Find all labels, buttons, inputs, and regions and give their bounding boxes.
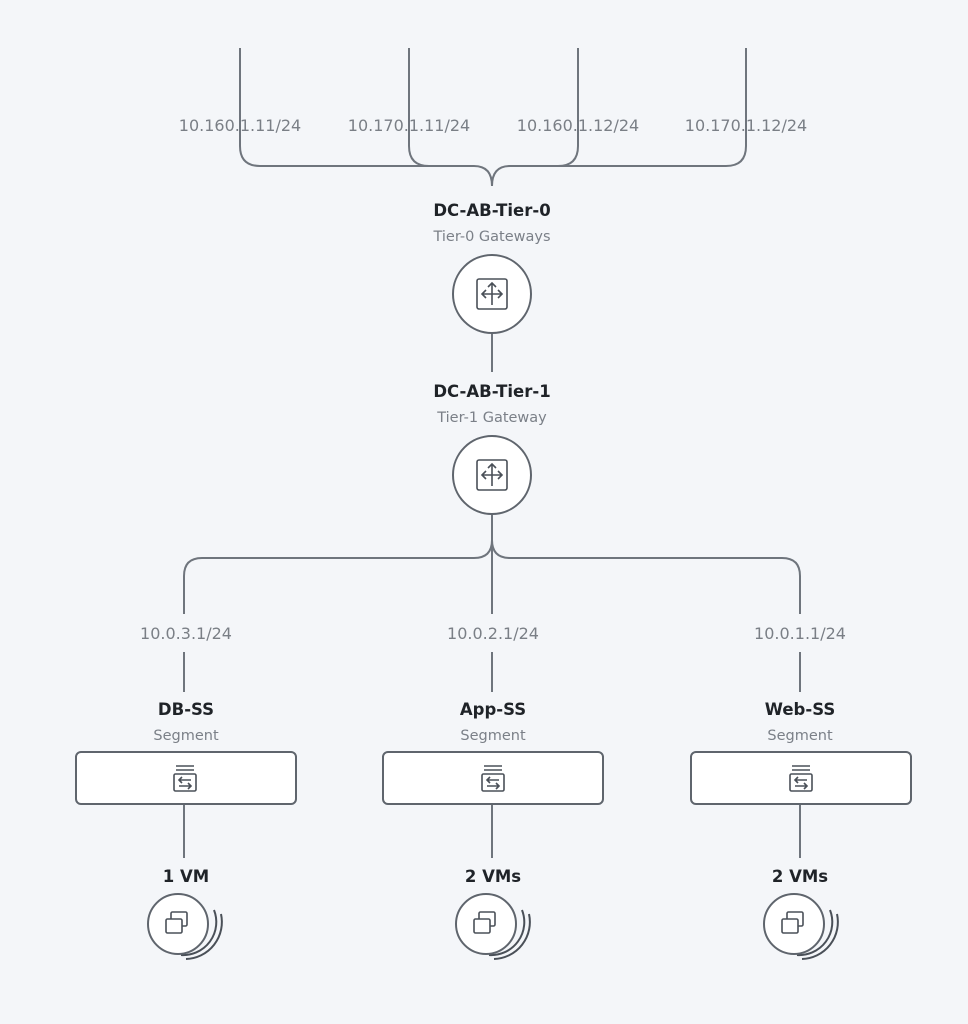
tier1-type: Tier-1 Gateway	[437, 410, 547, 426]
uplink-wire-2	[408, 48, 474, 167]
uplink-wires	[239, 48, 747, 187]
tier0-name: DC-AB-Tier-0	[433, 201, 551, 220]
tier1-downlinks	[183, 514, 801, 692]
downlink-right	[491, 539, 801, 614]
segment-icon	[481, 765, 505, 792]
segment-ip-app: 10.0.2.1/24	[447, 624, 539, 643]
vm-group-app[interactable]	[455, 893, 531, 960]
uplink-wire-3	[510, 48, 579, 167]
router-icon	[476, 278, 508, 310]
uplink-ip-3: 10.160.1.12/24	[516, 116, 640, 135]
vm-count-app: 2 VMs	[464, 867, 522, 886]
segment-node-app[interactable]	[382, 751, 604, 805]
vm-group-db[interactable]	[147, 893, 223, 960]
vm-group-icon	[165, 911, 188, 934]
vm-count-web: 2 VMs	[771, 867, 829, 886]
uplink-wire-4	[491, 48, 747, 187]
tier1-node[interactable]	[452, 435, 532, 515]
segment-type-web: Segment	[767, 728, 833, 744]
segment-type-app: Segment	[460, 728, 526, 744]
vm-count-db: 1 VM	[162, 867, 210, 886]
segment-ip-db: 10.0.3.1/24	[140, 624, 232, 643]
uplink-ip-4: 10.170.1.12/24	[684, 116, 808, 135]
tier0-type: Tier-0 Gateways	[433, 229, 551, 245]
vm-group-web[interactable]	[763, 893, 839, 960]
router-icon	[476, 459, 508, 491]
vm-group-icon	[473, 911, 496, 934]
segment-node-db[interactable]	[75, 751, 297, 805]
uplink-ip-2: 10.170.1.11/24	[347, 116, 471, 135]
segment-ip-web: 10.0.1.1/24	[754, 624, 846, 643]
segment-icon	[789, 765, 813, 792]
uplink-wire-1	[239, 48, 493, 187]
uplink-ip-1: 10.160.1.11/24	[178, 116, 302, 135]
segment-name-web: Web-SS	[764, 700, 836, 719]
segment-name-db: DB-SS	[157, 700, 215, 719]
downlink-trunk	[183, 514, 493, 614]
tier1-name: DC-AB-Tier-1	[433, 382, 551, 401]
tier0-node[interactable]	[452, 254, 532, 334]
segment-name-app: App-SS	[459, 700, 527, 719]
segment-type-db: Segment	[153, 728, 219, 744]
vm-group-icon	[781, 911, 804, 934]
segment-node-web[interactable]	[690, 751, 912, 805]
segment-icon	[173, 765, 197, 792]
